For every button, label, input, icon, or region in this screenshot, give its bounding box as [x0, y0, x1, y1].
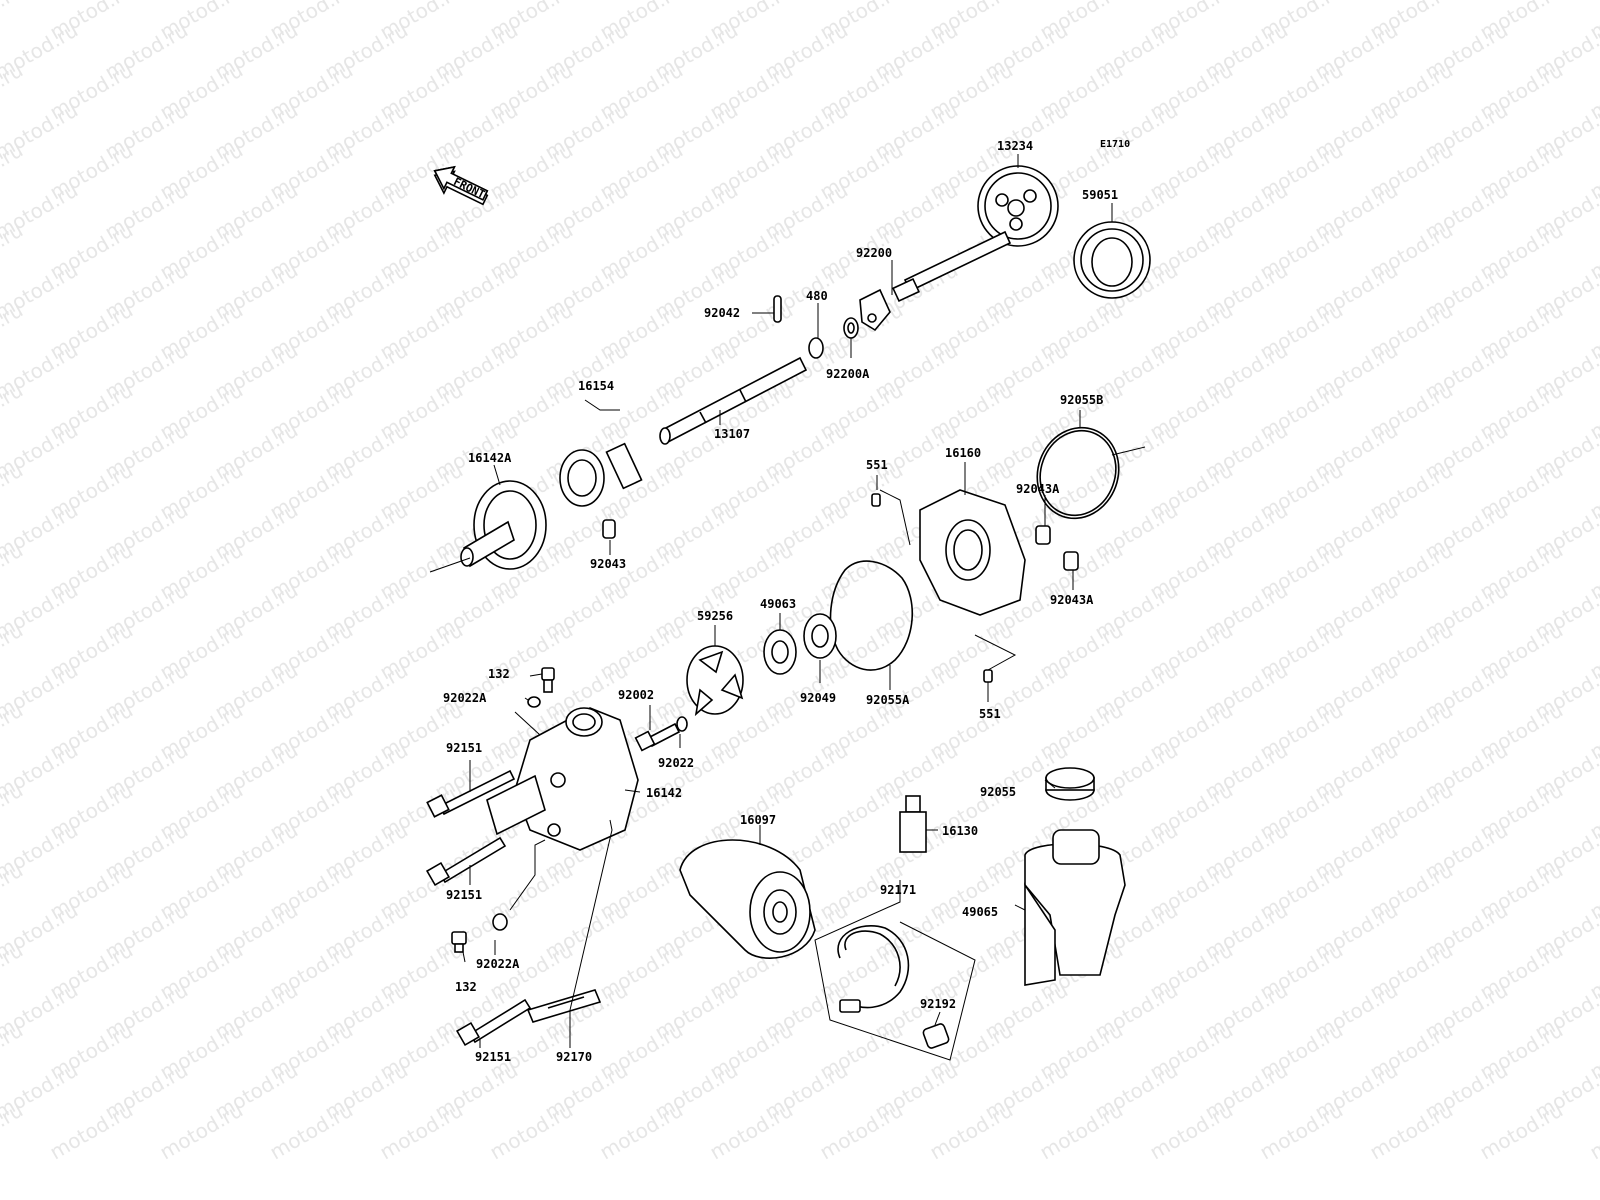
impeller-59256[interactable] — [686, 645, 744, 717]
washer-92200A[interactable] — [843, 317, 859, 339]
pump-cover-16160[interactable] — [919, 489, 1026, 616]
band-92171[interactable] — [837, 925, 910, 1013]
label-16154: 16154 — [578, 379, 614, 393]
bolt-92002[interactable] — [634, 722, 681, 752]
gear-59051[interactable] — [1073, 221, 1151, 299]
label-551-top: 551 — [866, 458, 888, 472]
plate-92200[interactable] — [859, 288, 891, 332]
pump-body-16142A[interactable] — [460, 480, 547, 570]
label-92192: 92192 — [920, 997, 956, 1011]
label-92043: 92043 — [590, 557, 626, 571]
dowel-92043A-bottom[interactable] — [1063, 551, 1079, 571]
label-92042: 92042 — [704, 306, 740, 320]
washer-92200A-hole — [847, 322, 855, 334]
label-92055B: 92055B — [1060, 393, 1103, 407]
bolt-92151-bottom[interactable] — [455, 998, 532, 1047]
leader-lines — [429, 154, 1146, 1061]
label-92055: 92055 — [980, 785, 1016, 799]
part-labels: 13234 59051 92200 480 92042 92200A 16154… — [443, 139, 1118, 1064]
gasket-92055A[interactable] — [829, 560, 914, 671]
bolt-132-top[interactable] — [541, 667, 555, 693]
label-92043A-bottom: 92043A — [1050, 593, 1094, 607]
label-92171: 92171 — [880, 883, 916, 897]
fitting-16130[interactable] — [899, 795, 927, 853]
label-132-top: 132 — [488, 667, 510, 681]
bolt-132-bottom[interactable] — [451, 931, 467, 953]
label-92049: 92049 — [800, 691, 836, 705]
label-13107: 13107 — [714, 427, 750, 441]
bolt-92151-mid[interactable] — [425, 836, 507, 887]
label-92200: 92200 — [856, 246, 892, 260]
oil-pump-gear-13234[interactable] — [977, 165, 1059, 247]
label-92002: 92002 — [618, 688, 654, 702]
pin-551-bottom[interactable] — [983, 669, 993, 683]
water-pump-housing-16142[interactable] — [486, 707, 639, 851]
circlip-480[interactable] — [808, 337, 824, 359]
label-16130: 16130 — [942, 824, 978, 838]
label-92151-mid: 92151 — [446, 888, 482, 902]
front-arrow-icon: FRONT — [433, 165, 489, 206]
label-16097: 16097 — [740, 813, 776, 827]
pin-92042[interactable] — [773, 295, 782, 323]
label-16160: 16160 — [945, 446, 981, 460]
label-551-bottom: 551 — [979, 707, 1001, 721]
label-480: 480 — [806, 289, 828, 303]
label-92022A-top: 92022A — [443, 691, 487, 705]
label-13234: 13234 — [997, 139, 1033, 153]
label-59051: 59051 — [1082, 188, 1118, 202]
bracket-92170[interactable] — [526, 989, 602, 1023]
rotor-16154[interactable] — [559, 442, 643, 507]
label-92043A-top: 92043A — [1016, 482, 1060, 496]
oil-filter-16097[interactable] — [679, 839, 816, 959]
seal-49063[interactable] — [763, 629, 797, 675]
dowel-92043[interactable] — [602, 519, 616, 539]
pump-shaft-13107[interactable] — [659, 356, 808, 445]
dowel-92043A-top[interactable] — [1035, 525, 1051, 545]
label-49063: 49063 — [760, 597, 796, 611]
label-92200A: 92200A — [826, 367, 870, 381]
label-92170: 92170 — [556, 1050, 592, 1064]
label-92151-bottom: 92151 — [475, 1050, 511, 1064]
label-92022: 92022 — [658, 756, 694, 770]
label-16142: 16142 — [646, 786, 682, 800]
label-132-bottom: 132 — [455, 980, 477, 994]
label-49065: 49065 — [962, 905, 998, 919]
sleeve-92192[interactable] — [922, 1023, 950, 1049]
o-ring-92055B-inner — [1039, 429, 1117, 517]
filler-housing-49065[interactable] — [1024, 829, 1126, 986]
label-92151-top: 92151 — [446, 741, 482, 755]
diagram-code: E1710 — [1100, 139, 1130, 150]
label-59256: 59256 — [697, 609, 733, 623]
label-92022A-bottom: 92022A — [476, 957, 520, 971]
washer-92022A-bottom[interactable] — [492, 913, 508, 931]
gear-shaft — [892, 230, 1012, 303]
washer-92022A-top[interactable] — [527, 696, 541, 708]
cap-92055[interactable] — [1045, 767, 1095, 801]
pin-551-top[interactable] — [871, 493, 881, 507]
bearing-92049[interactable] — [803, 613, 837, 659]
o-ring-92055B[interactable] — [1025, 416, 1132, 530]
bolt-92151-top[interactable] — [426, 769, 516, 818]
label-16142A: 16142A — [468, 451, 512, 465]
label-92055A: 92055A — [866, 693, 910, 707]
washer-92022[interactable] — [676, 716, 688, 732]
